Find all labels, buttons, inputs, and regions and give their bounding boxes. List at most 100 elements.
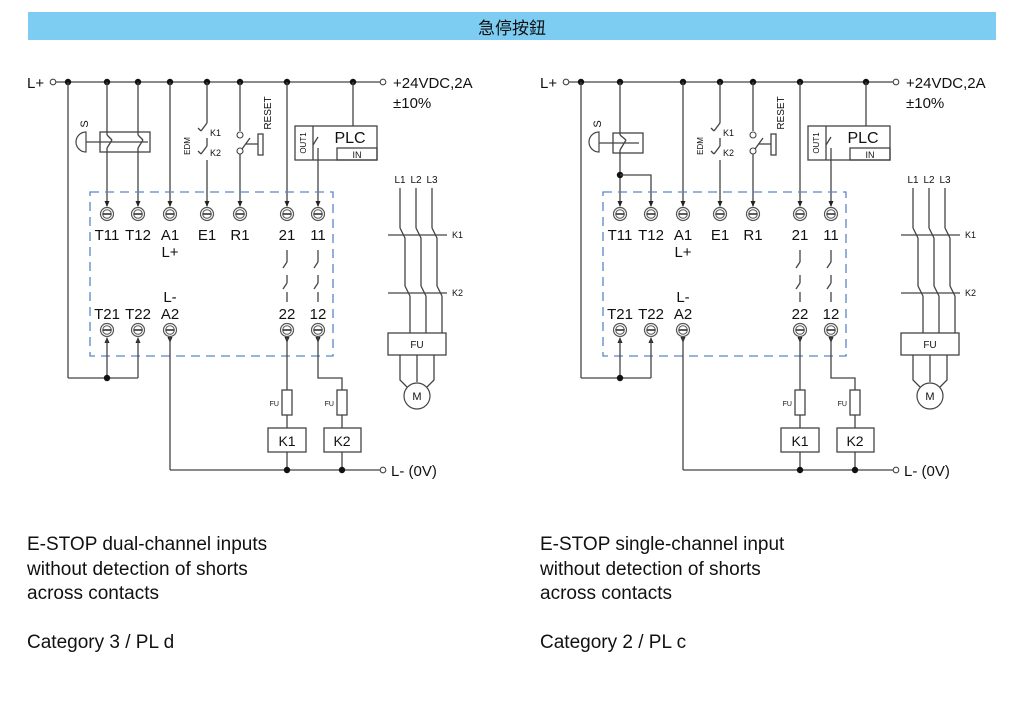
edm-contact-label: K1 <box>723 128 734 138</box>
plc-input-label: IN <box>866 150 875 160</box>
phase-label: L3 <box>426 175 438 186</box>
caption-line: across contacts <box>27 583 159 604</box>
contactor-blade <box>436 285 443 297</box>
phase-label: L2 <box>923 175 935 186</box>
contactor-blade <box>420 285 427 297</box>
contactor-blade <box>399 227 406 239</box>
plc-output-contact <box>312 136 319 146</box>
terminal-label-R1: R1 <box>743 227 762 244</box>
arrow-down-icon <box>750 201 756 207</box>
a1-sub-label: L+ <box>161 244 178 261</box>
contactor-blade <box>415 227 422 239</box>
terminal-label-T22: T22 <box>125 306 151 323</box>
terminal-label-T11: T11 <box>608 227 633 244</box>
reset-contact-point <box>749 131 757 139</box>
terminal-label-22: 22 <box>792 306 809 323</box>
terminal-label-T12: T12 <box>638 227 664 244</box>
estop-button: S <box>588 120 644 154</box>
contact-blade <box>619 139 627 151</box>
contact-blade <box>200 122 208 132</box>
supply-spec-label: +24VDC,2A <box>393 75 473 92</box>
a2-sup-label: L- <box>163 289 176 306</box>
supply-minus-terminal <box>892 466 900 474</box>
supply-24v-terminal <box>892 78 900 86</box>
arrow-down-icon <box>135 201 141 207</box>
supply-spec-label: +24VDC,2A <box>906 75 986 92</box>
fuse-label: FU <box>325 401 334 408</box>
safety-relay-outline <box>602 191 847 357</box>
category-label: Category 3 / PL d <box>27 631 175 653</box>
relay-contact <box>282 282 288 290</box>
coil-label-k2: K2 <box>333 433 350 449</box>
arrow-down-icon <box>104 201 110 207</box>
terminal-label-T12: T12 <box>125 227 151 244</box>
estop-mushroom-icon <box>588 131 600 153</box>
edm-label: EDM <box>696 137 705 155</box>
reset-button: RESET <box>749 82 787 206</box>
a1-sub-label: L+ <box>674 244 691 261</box>
junction-dot <box>851 466 859 474</box>
terminal-label-12: 12 <box>823 306 840 323</box>
contact-blade <box>200 145 208 155</box>
terminal-label-R1: R1 <box>230 227 249 244</box>
contact-blade <box>713 145 721 155</box>
safety-relay-outline <box>89 191 334 357</box>
supply-tolerance-label: ±10% <box>906 95 944 112</box>
arrow-down-icon <box>204 201 210 207</box>
channel-12-wire <box>830 337 856 390</box>
relay-contact <box>826 282 832 290</box>
fuse-k2 <box>336 389 348 416</box>
a2-sup-label: L- <box>676 289 689 306</box>
supply-plus-label: L+ <box>27 75 44 92</box>
relay-contact <box>282 261 288 269</box>
arrow-down-icon <box>680 201 686 207</box>
fuse-label: FU <box>838 401 847 408</box>
drive-label: FU <box>923 340 936 351</box>
contactor-blade <box>949 285 956 297</box>
supply-plus-terminal <box>562 78 570 86</box>
edm-contact-label: K1 <box>210 128 221 138</box>
wire <box>426 355 435 388</box>
arrow-down-icon <box>167 201 173 207</box>
phase-label: L1 <box>907 175 919 186</box>
supply-plus-terminal <box>49 78 57 86</box>
arrow-down-icon <box>828 201 834 207</box>
contactor-blade <box>404 285 411 297</box>
fuse-label: FU <box>783 401 792 408</box>
arrow-down-icon <box>648 201 654 207</box>
supply-minus-terminal <box>379 466 387 474</box>
category-label: Category 2 / PL c <box>540 631 687 653</box>
plc-output-label: OUT1 <box>299 132 308 154</box>
terminal-label-A2: A2 <box>161 306 179 323</box>
terminal-label-21: 21 <box>792 227 809 244</box>
contactor-label-k2: K2 <box>965 288 976 298</box>
arrow-down-icon <box>284 201 290 207</box>
caption-line: without detection of shorts <box>27 558 248 580</box>
phase-label: L1 <box>394 175 406 186</box>
reset-pushbutton <box>257 133 264 156</box>
relay-contact <box>313 282 319 290</box>
reset-contact-point <box>236 131 244 139</box>
motor-icon <box>403 382 431 410</box>
fuse-label: FU <box>270 401 279 408</box>
arrow-down-icon <box>315 201 321 207</box>
plc-input-box <box>849 147 891 161</box>
reset-button: RESET <box>236 82 274 206</box>
edm-contact-label: K2 <box>210 148 221 158</box>
contact-blade <box>137 139 144 149</box>
arrow-down-icon <box>717 201 723 207</box>
contactor-blade <box>933 285 940 297</box>
terminal-label-11: 11 <box>823 227 839 244</box>
wire <box>939 355 948 388</box>
caption-single: E-STOP single-channel input without dete… <box>540 533 784 655</box>
supply-tolerance-label: ±10% <box>393 95 431 112</box>
relay-contact <box>795 282 801 290</box>
diagram-dual: L++24VDC,2A±10%SEDMK1K2RESETPLCINOUT1T11… <box>27 75 473 480</box>
wire <box>399 355 408 388</box>
channel-12-wire <box>317 337 343 390</box>
